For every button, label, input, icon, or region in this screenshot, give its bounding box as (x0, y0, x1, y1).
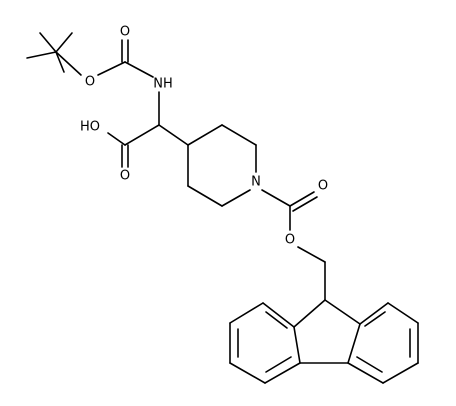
bond-rring-inner-1 (356, 356, 383, 373)
bond-rring-6 (359, 302, 389, 325)
bond-rring-inner-3 (364, 311, 386, 327)
bond-tbu-methyl-left (26, 51, 57, 59)
bond-pip-c4-c3 (187, 124, 223, 146)
bond-lring-5 (229, 302, 264, 324)
bond-calpha-cacid (124, 124, 160, 146)
bond-tbu-methyl-down (55, 51, 65, 73)
bond-rring-3 (382, 362, 419, 384)
bond-c9-c8a (324, 299, 361, 325)
bond-tbu-methyl-top (39, 32, 57, 53)
bond-lring-2 (264, 362, 301, 384)
bond-tbu-methyl-right (55, 32, 73, 53)
bond-c9-c9a (293, 299, 326, 328)
bond-o-ch2 (297, 246, 326, 263)
bond-pip-c3-c2 (221, 124, 257, 146)
bond-cfmoc-o-double-b (292, 196, 318, 212)
fluorene-system (229, 299, 419, 384)
bond-lring-6 (262, 302, 295, 328)
atom-labels: O O NH HO O N O O (80, 25, 328, 248)
bond-calpha-c4pip (158, 124, 189, 146)
atom-o-boc-ester: O (85, 75, 95, 90)
atom-nh: NH (153, 77, 173, 92)
bond-cacid-oh (107, 132, 126, 146)
bond-lring-inner-3 (265, 311, 288, 329)
atom-n-piperidine: N (251, 175, 261, 190)
boc-group (26, 32, 154, 78)
piperidine-ring (187, 124, 257, 207)
atom-o-fmoc-ester: O (285, 233, 295, 248)
bond-tbu-o (55, 51, 82, 76)
bond-rring-1 (347, 323, 361, 364)
bond-carbamate-c-n (124, 61, 154, 78)
bond-pip-c6-c5 (187, 185, 223, 207)
bond-n-cfmoc (261, 189, 291, 207)
bond-lring-inner-1 (265, 356, 292, 373)
fmoc-carbamate (261, 189, 326, 301)
atom-o-boc-carbonyl: O (120, 25, 130, 40)
bond-o-c-carbamate (97, 61, 126, 76)
atom-oh: HO (80, 120, 100, 135)
amino-acid-core (107, 91, 189, 168)
bond-lring-3 (229, 362, 266, 384)
bond-cfmoc-o-double-a (289, 191, 315, 207)
bond-lring-1 (293, 326, 301, 364)
atom-o-fmoc-carbonyl: O (318, 179, 328, 194)
bond-pip-n-c6 (221, 189, 251, 207)
bond-rring-2 (347, 362, 384, 384)
atom-o-acid-carbonyl: O (120, 169, 130, 184)
bond-rring-5 (387, 302, 419, 324)
